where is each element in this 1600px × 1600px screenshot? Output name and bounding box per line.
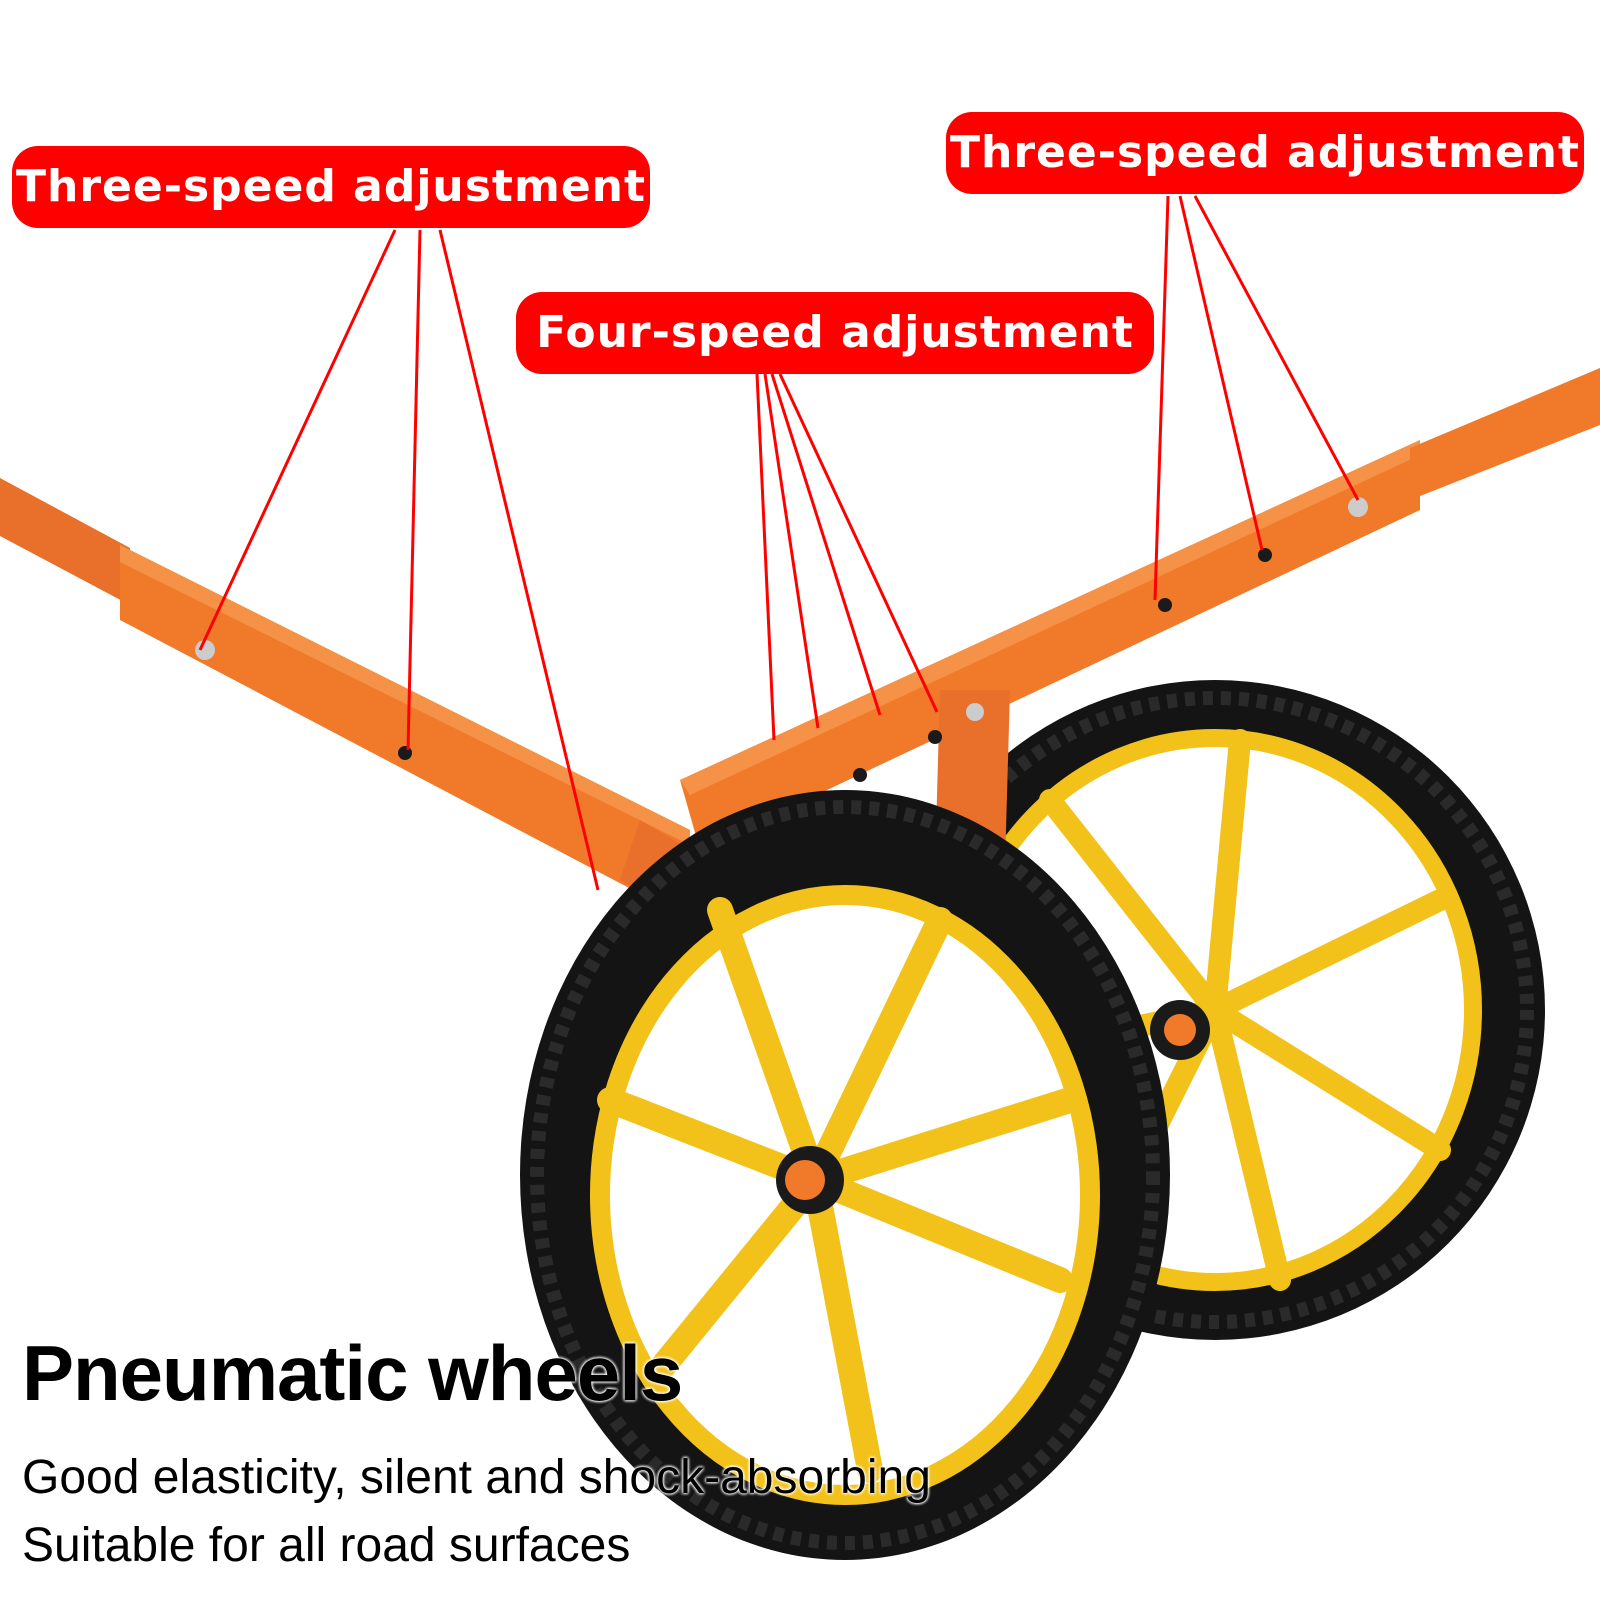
front-wheel (520, 790, 1170, 1560)
callout-center-four-speed: Four-speed adjustment (516, 292, 1154, 374)
callout-leader-lines (198, 195, 1360, 891)
headline: Pneumatic wheels (22, 1329, 683, 1417)
subline-elasticity: Good elasticity, silent and shock-absorb… (22, 1451, 931, 1504)
callout-right-three-speed: Three-speed adjustment (946, 112, 1584, 194)
subline-road-surfaces: Suitable for all road surfaces (22, 1519, 631, 1572)
callout-left-three-speed: Three-speed adjustment (12, 146, 650, 228)
